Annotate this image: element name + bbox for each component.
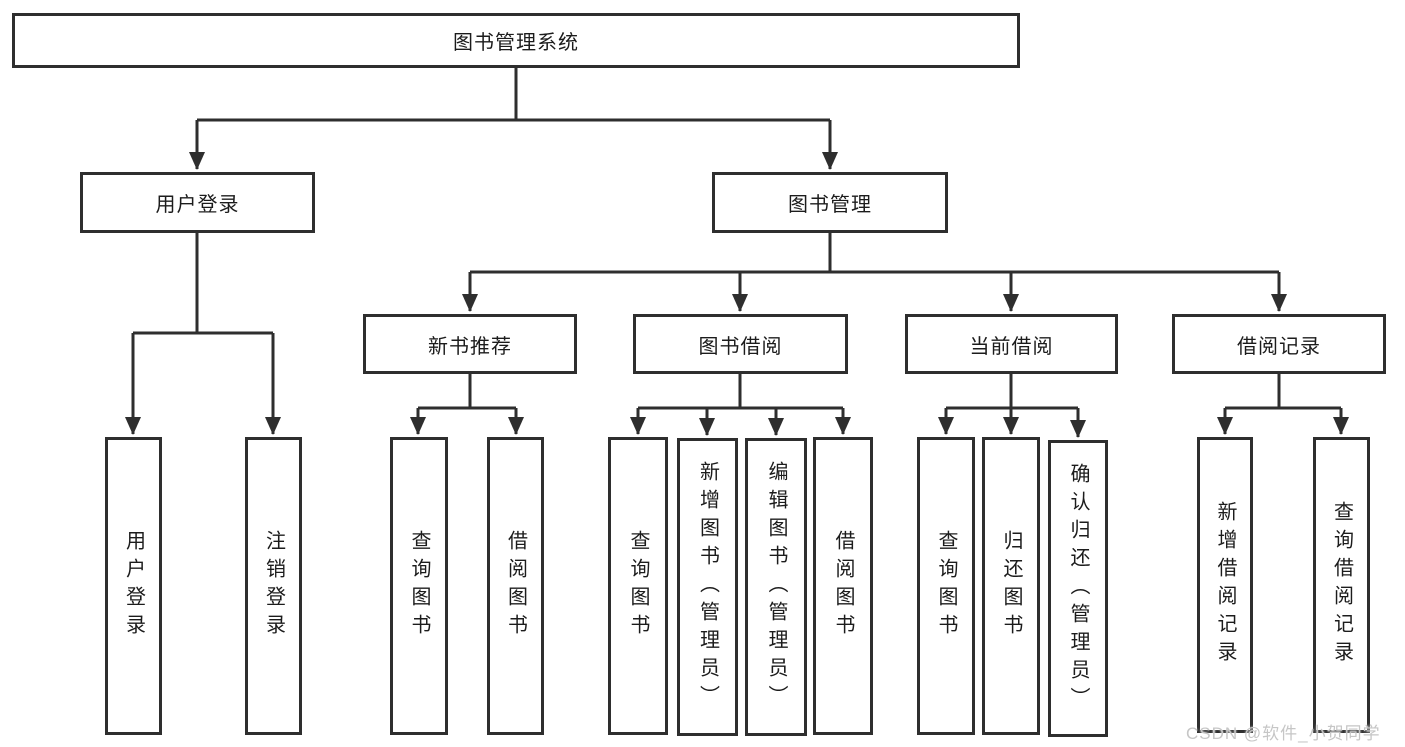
- tree-node-user-login: 用户登录: [80, 172, 315, 233]
- tree-leaf-add-books-admin: 新增图书（管理员）: [677, 438, 738, 736]
- tree-leaf-query-books-1: 查询图书: [390, 437, 448, 735]
- tree-leaf-logout: 注销登录: [245, 437, 302, 735]
- tree-node-book-management: 图书管理: [712, 172, 948, 233]
- csdn-watermark: CSDN @软件_小贺同学: [1186, 724, 1381, 743]
- tree-leaf-return-books: 归还图书: [982, 437, 1040, 735]
- tree-node-new-book-recommend: 新书推荐: [363, 314, 577, 374]
- tree-leaf-query-borrow-record: 查询借阅记录: [1313, 437, 1370, 733]
- tree-leaf-borrow-books-1: 借阅图书: [487, 437, 544, 735]
- tree-node-book-borrowing: 图书借阅: [633, 314, 848, 374]
- tree-leaf-confirm-return-admin: 确认归还（管理员）: [1048, 440, 1108, 737]
- tree-node-borrow-records: 借阅记录: [1172, 314, 1386, 374]
- tree-leaf-query-books-3: 查询图书: [917, 437, 975, 735]
- tree-leaf-borrow-books-2: 借阅图书: [813, 437, 873, 735]
- tree-leaf-query-books-2: 查询图书: [608, 437, 668, 735]
- tree-node-current-borrowing: 当前借阅: [905, 314, 1118, 374]
- tree-leaf-add-borrow-record: 新增借阅记录: [1197, 437, 1253, 733]
- tree-leaf-user-login: 用户登录: [105, 437, 162, 735]
- tree-leaf-edit-books-admin: 编辑图书（管理员）: [745, 438, 807, 736]
- tree-node-root: 图书管理系统: [12, 13, 1020, 68]
